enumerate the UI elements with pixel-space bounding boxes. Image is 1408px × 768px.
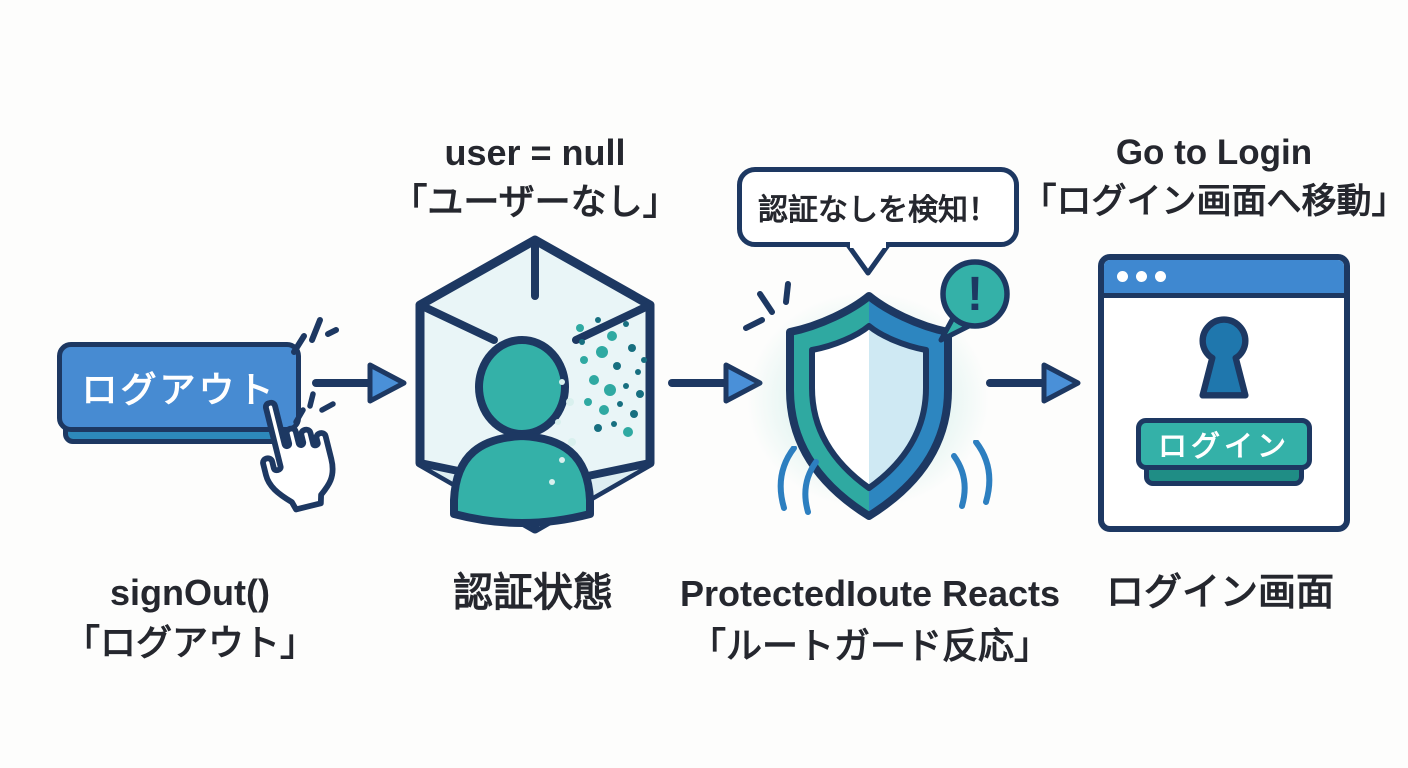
alert-exclamation-bubble-icon: ! (938, 259, 1010, 343)
signout-caption-en: signOut() (110, 572, 270, 613)
user-none-ja-text: 「ユーザーなし」 (391, 181, 679, 222)
auth-state-caption: 認証状態 (408, 568, 658, 618)
login-button[interactable]: ログイン (1136, 418, 1312, 470)
signout-caption-ja: 「ログアウト」 (63, 622, 316, 663)
signout-caption: signOut() 「ログアウト」 (40, 568, 340, 668)
dissolving-user-icon (450, 317, 647, 527)
user-null-text: user = null (444, 132, 626, 173)
login-screen-caption-ja: ログイン画面 (1105, 572, 1334, 614)
route-guard-caption-en: ProtectedIoute Reacts (679, 573, 1061, 614)
cursor-hand-icon (260, 399, 336, 513)
dissolving-user-cube-icon (415, 235, 655, 534)
browser-dot-icon (1117, 271, 1128, 282)
go-to-login-ja-text: 「ログイン画面へ移動」 (1021, 182, 1407, 221)
click-burst-small-icon (293, 391, 336, 425)
auth-state-top-label: user = null 「ユーザーなし」 (385, 128, 685, 226)
go-to-login-top-label: Go to Login 「ログイン画面へ移動」 (1020, 128, 1408, 226)
impact-lines-icon (743, 281, 791, 331)
logout-button[interactable]: ログアウト (57, 342, 301, 432)
detection-bubble-text: 認証なしを検知！ (758, 194, 998, 227)
click-burst-icon (291, 317, 339, 355)
go-to-login-text: Go to Login (1115, 133, 1313, 172)
route-guard-shield-icon (786, 292, 952, 520)
browser-dot-icon (1155, 271, 1166, 282)
browser-body: ログイン (1104, 298, 1344, 521)
speech-bubble-tail (846, 241, 890, 276)
detection-speech-bubble: 認証なしを検知！ (737, 167, 1019, 247)
browser-dot-icon (1136, 271, 1147, 282)
login-screen-caption: ログイン画面 (1080, 568, 1360, 618)
vibration-arcs-right-icon (951, 440, 993, 509)
login-button-label: ログイン (1157, 431, 1290, 463)
route-guard-caption: ProtectedIoute Reacts 「ルートガード反応」 (640, 568, 1100, 672)
auth-state-caption-ja: 認証状態 (453, 571, 613, 615)
route-guard-caption-ja: 「ルートガード反応」 (689, 625, 1050, 666)
browser-titlebar (1104, 260, 1344, 298)
alert-exclamation-glyph: ! (967, 268, 983, 321)
login-browser-window: ログイン (1098, 254, 1350, 532)
vibration-arcs-left-icon (777, 446, 819, 515)
flow-arrow-1-icon (312, 362, 407, 404)
keyhole-icon (1199, 316, 1249, 399)
logout-button-label: ログアウト (81, 369, 277, 410)
